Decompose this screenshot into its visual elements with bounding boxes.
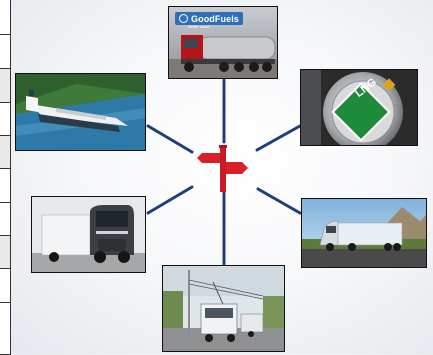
electric-semi-image xyxy=(302,199,426,267)
catenary-trucks-image xyxy=(163,266,284,351)
lng-cap-image xyxy=(301,70,417,145)
table-row xyxy=(0,136,11,169)
table-row xyxy=(0,269,11,303)
signpost-icon xyxy=(197,145,248,192)
photo-cargo-ship xyxy=(15,73,146,151)
table-row xyxy=(0,35,11,69)
connector-line-right xyxy=(256,187,302,215)
photo-catenary-trucks xyxy=(162,265,285,352)
table-row xyxy=(0,0,11,35)
globe-icon xyxy=(179,14,188,23)
connector-line-left xyxy=(146,185,194,215)
table-row xyxy=(0,69,11,103)
logo-tagline: Better world xyxy=(188,24,210,29)
table-row xyxy=(0,103,11,136)
logo-brand-text: GoodFuels xyxy=(191,13,239,24)
table-row xyxy=(0,236,11,269)
photo-electric-semi xyxy=(301,198,427,268)
photo-hydrogen-truck xyxy=(31,196,146,273)
goodfuels-logo: GoodFuels xyxy=(175,12,243,25)
table-edge xyxy=(0,0,11,355)
photo-tanker-truck: GoodFuels Better world xyxy=(168,6,278,79)
table-row xyxy=(0,169,11,203)
hydrogen-truck-image xyxy=(32,197,145,272)
table-row xyxy=(0,203,11,236)
photo-lng-cap: LNG xyxy=(300,69,418,146)
connector-line-top-left xyxy=(146,124,194,154)
cargo-ship-image xyxy=(16,74,145,150)
connector-line-top-right xyxy=(255,124,302,152)
